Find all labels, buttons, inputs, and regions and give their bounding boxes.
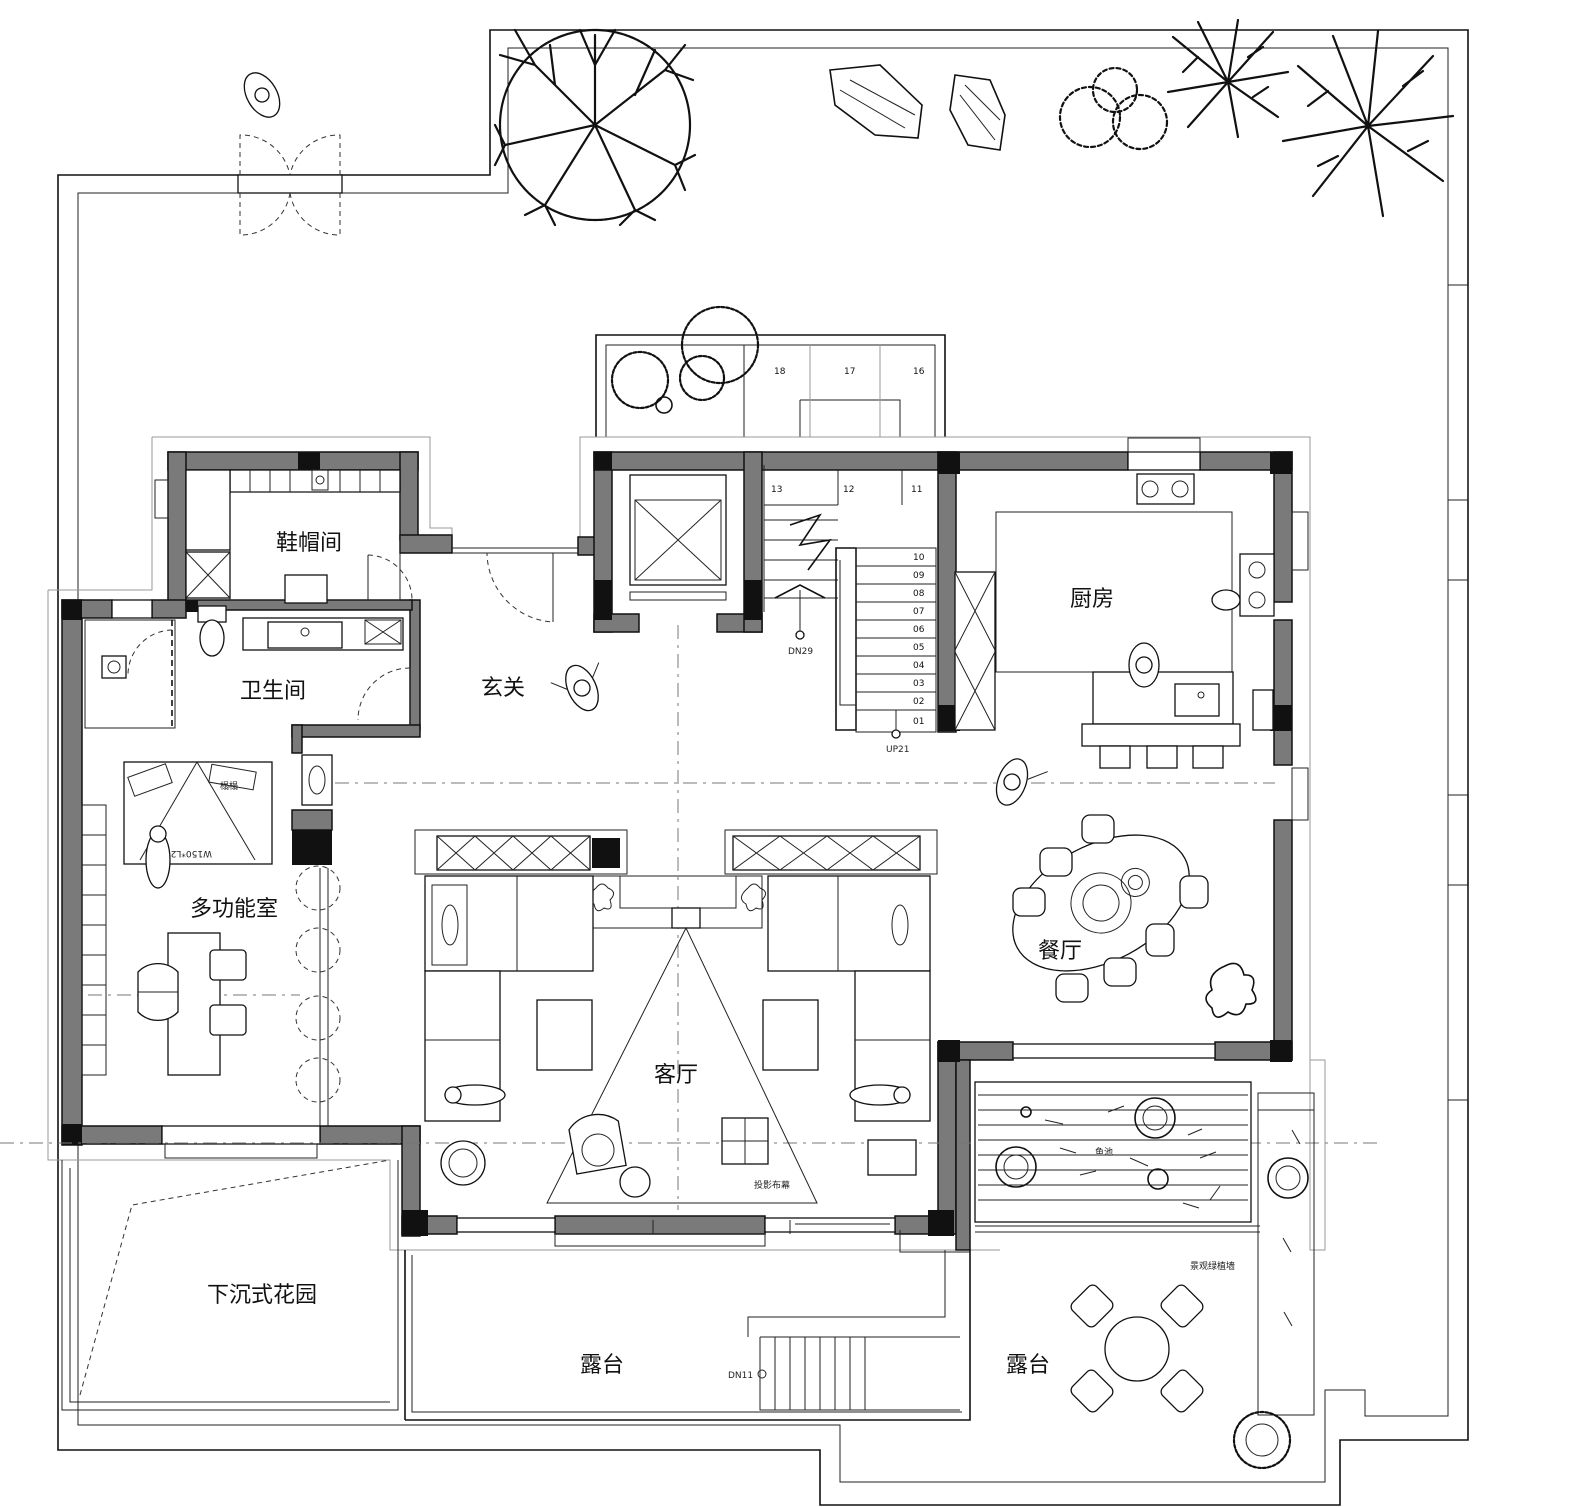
- room-labels: 鞋帽间 卫生间 玄关 厨房 多功能室 客厅 餐厅 下沉式花园 露台 露台: [190, 531, 1114, 1378]
- dining-room: [995, 758, 1257, 1018]
- multi-room: 榻榻 W150*L200cm: [81, 761, 341, 1126]
- step-label: 17: [844, 367, 855, 377]
- step-label: 06: [913, 625, 925, 635]
- projection-screen-label: 投影布幕: [754, 1179, 790, 1191]
- living-room: 投影布幕: [414, 829, 938, 1234]
- step-label: 03: [913, 679, 924, 689]
- fish-pond: 鱼池: [974, 1081, 1252, 1223]
- building-outline: [47, 436, 1326, 1251]
- walls: [61, 451, 1293, 1251]
- multi-room-label: 多功能室: [190, 897, 278, 922]
- stair-down-label: DN29: [788, 647, 813, 657]
- step-label: 04: [913, 661, 925, 671]
- person-figure-top: [243, 72, 281, 118]
- sunken-garden-label: 下沉式花园: [207, 1283, 317, 1308]
- windows: [111, 437, 1309, 1247]
- green-wall-label: 景观绿植墙: [1190, 1260, 1235, 1272]
- bed-label: 榻榻: [220, 780, 238, 792]
- kitchen: [954, 473, 1275, 769]
- main-stair: 13 12 11 DN29 10 09 08 07 06 05 04 03 02…: [629, 465, 937, 755]
- rock-2: [949, 74, 1006, 151]
- shoe-room-label: 鞋帽间: [276, 531, 342, 556]
- green-wall: 景观绿植墙: [1190, 1092, 1315, 1470]
- garden-gate: [237, 134, 343, 236]
- step-label: 16: [913, 367, 925, 377]
- entrance-label: 玄关: [481, 676, 525, 701]
- bed-size-label: W150*L200cm: [146, 848, 213, 858]
- flight-steps: 10 09 08 07 06 05 04 03 02 01: [856, 553, 936, 727]
- step-label: 05: [913, 643, 924, 653]
- step-label: 08: [913, 589, 925, 599]
- step-label: 18: [774, 367, 786, 377]
- terrace-main-label: 露台: [580, 1353, 624, 1378]
- entrance: [301, 547, 600, 806]
- fish-pond-label: 鱼池: [1095, 1146, 1113, 1158]
- step-label: 12: [843, 485, 854, 495]
- terraces: DN11: [61, 1159, 1260, 1421]
- step-label: 11: [911, 485, 922, 495]
- step-label: 07: [913, 607, 924, 617]
- tree-star-1: [1166, 18, 1290, 139]
- step-label: 09: [913, 571, 925, 581]
- step-label: 01: [913, 717, 924, 727]
- terrace-east-label: 露台: [1006, 1353, 1050, 1378]
- rock-1: [829, 64, 923, 139]
- kitchen-label: 厨房: [1070, 587, 1114, 612]
- tree-star-2: [1281, 29, 1455, 218]
- step-label: 10: [913, 553, 925, 563]
- shoe-room: [185, 469, 413, 604]
- stair-up-label: UP21: [886, 745, 909, 755]
- bathroom: [84, 605, 411, 729]
- bathroom-label: 卫生间: [240, 679, 306, 704]
- tree-big-left: [493, 28, 697, 227]
- step-label: 13: [771, 485, 782, 495]
- dining-room-label: 餐厅: [1038, 939, 1082, 964]
- upper-court: 18 17 16: [595, 305, 946, 437]
- step-label: 02: [913, 697, 924, 707]
- terrace-stair-label: DN11: [728, 1371, 753, 1381]
- site-boundary: [57, 29, 1469, 1506]
- living-room-label: 客厅: [654, 1063, 698, 1088]
- shrub-cluster: [1058, 66, 1169, 151]
